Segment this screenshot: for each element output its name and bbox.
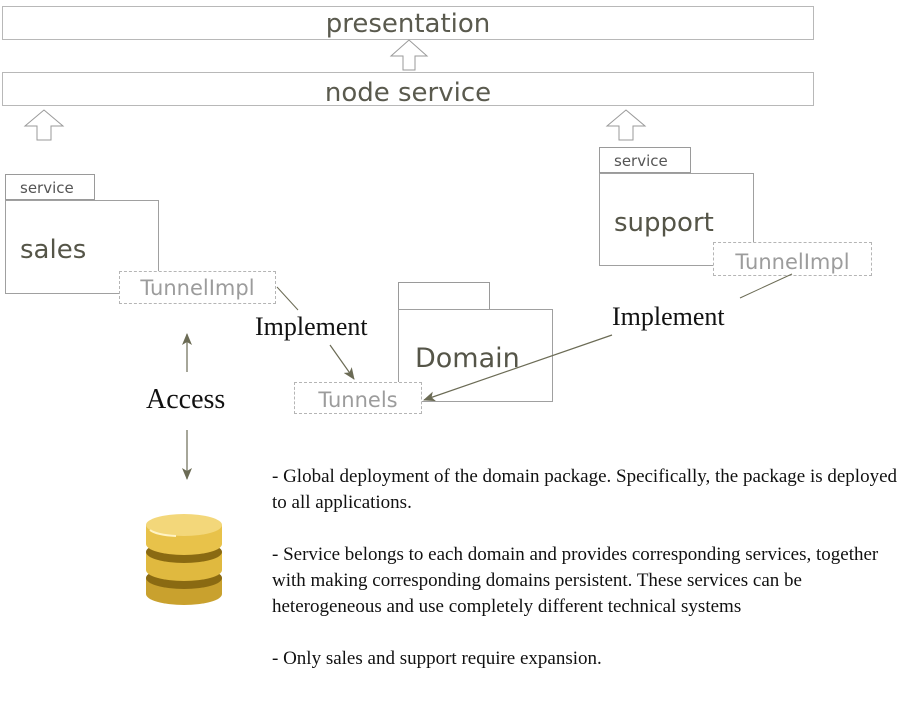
- implement-right-label: Implement: [612, 302, 725, 332]
- sales-tunnel-impl: TunnelImpl: [119, 271, 276, 304]
- note-service-per-domain: - Service belongs to each domain and pro…: [272, 544, 879, 617]
- up-arrow-icon: [389, 39, 429, 71]
- implement-right-line-top: [739, 273, 793, 299]
- support-tunnel-impl-label: TunnelImpl: [735, 250, 850, 274]
- note-domain-deployment: - Global deployment of the domain packag…: [272, 466, 898, 513]
- sales-label: sales: [20, 235, 87, 265]
- presentation-label: presentation: [325, 9, 491, 39]
- domain-tunnels-label: Tunnels: [318, 388, 398, 412]
- sales-service-tab: service: [5, 174, 95, 200]
- access-label: Access: [146, 384, 225, 416]
- implement-left-arrow: [329, 344, 355, 380]
- support-tunnel-impl: TunnelImpl: [713, 242, 872, 276]
- up-arrow-icon: [605, 109, 647, 141]
- implement-right-text: Implement: [612, 302, 725, 331]
- support-package: support: [599, 173, 754, 266]
- node-service-layer: node service: [2, 72, 814, 108]
- up-arrow-icon: [23, 109, 65, 141]
- notes-block: - Global deployment of the domain packag…: [272, 464, 900, 698]
- access-text: Access: [146, 384, 226, 415]
- implement-left-line-top: [276, 286, 299, 311]
- implement-left-label: Implement: [255, 312, 368, 342]
- support-service-tab: service: [599, 147, 691, 173]
- note-expansion: - Only sales and support require expansi…: [272, 648, 602, 669]
- sales-tab-label: service: [20, 179, 74, 197]
- implement-right-arrow: [423, 334, 613, 402]
- domain-label: Domain: [415, 343, 520, 374]
- domain-package: Domain: [398, 309, 553, 402]
- presentation-layer: presentation: [2, 6, 814, 40]
- domain-tunnels: Tunnels: [294, 382, 422, 414]
- database-icon: [146, 514, 222, 605]
- support-tab-label: service: [614, 152, 668, 170]
- node-service-label: node service: [324, 78, 492, 108]
- implement-left-text: Implement: [255, 312, 368, 341]
- sales-tunnel-impl-label: TunnelImpl: [140, 276, 255, 300]
- support-label: support: [614, 208, 714, 238]
